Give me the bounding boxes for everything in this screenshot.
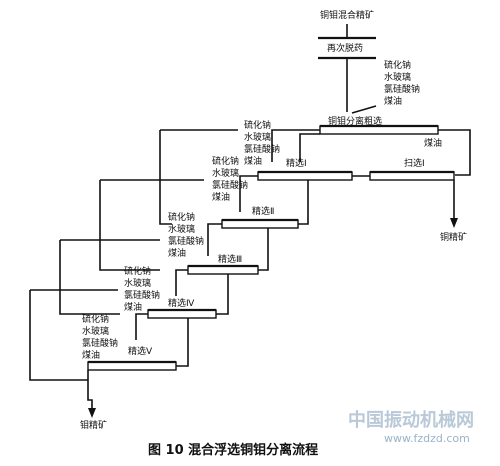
svg-text:氯硅酸钠: 氯硅酸钠 (212, 179, 248, 191)
svg-text:硫化钠: 硫化钠 (244, 119, 271, 131)
rougher-tail-line (438, 129, 471, 176)
svg-text:煤油: 煤油 (384, 95, 402, 107)
rougher-reagent-arrow (351, 105, 377, 114)
svg-text:水玻璃: 水玻璃 (168, 223, 195, 235)
reagents-cleaner2: 硫化钠 水玻璃 氯硅酸钠 煤油 (212, 155, 248, 203)
molybdenum-concentrate-line (87, 370, 93, 412)
molybdenum-arrow-icon (88, 408, 96, 418)
figure-caption: 图 10 混合浮选铜钼分离流程 (148, 442, 318, 458)
cleaner1-froth-line (239, 175, 258, 212)
cleaner5-tail-return (176, 318, 189, 367)
molybdenum-concentrate-label: 钼精矿 (80, 419, 107, 431)
svg-text:硫化钠: 硫化钠 (384, 59, 411, 71)
scavenger-label: 扫选Ⅰ (404, 157, 425, 169)
feed-label: 铜钼混合精矿 (320, 9, 374, 21)
rougher-cell (319, 125, 439, 135)
rougher-label: 铜钼分离粗选 (328, 115, 382, 127)
svg-text:硫化钠: 硫化钠 (212, 155, 239, 167)
watermark-text: 中国振动机械网 (348, 409, 474, 431)
svg-text:煤油: 煤油 (168, 247, 186, 259)
recycle-loop-d (29, 290, 88, 381)
cleaner2-label: 精选Ⅱ (252, 205, 274, 217)
cleaner3-cell (187, 265, 259, 275)
cleaner4-label: 精选Ⅳ (168, 297, 195, 309)
cleaner3-tail-return (258, 228, 269, 271)
reagents-rougher: 硫化钠 水玻璃 氯硅酸钠 煤油 (384, 59, 420, 107)
svg-text:煤油: 煤油 (212, 191, 230, 203)
svg-text:水玻璃: 水玻璃 (124, 277, 151, 289)
cleaner1-tail-return (299, 133, 320, 162)
scavenger-cell (369, 171, 455, 181)
svg-text:氯硅酸钠: 氯硅酸钠 (244, 143, 280, 155)
reagents-cleaner4: 硫化钠 水玻璃 氯硅酸钠 煤油 (124, 265, 160, 313)
recycle-loop-a (159, 130, 172, 225)
svg-text:硫化钠: 硫化钠 (82, 313, 109, 325)
cleaner2-froth-line (207, 223, 222, 256)
cleaner4-cell (147, 309, 217, 319)
svg-text:氯硅酸钠: 氯硅酸钠 (384, 83, 420, 95)
cleaner5-label: 精选Ⅴ (128, 345, 153, 357)
watermark-url: www.fzdzd.com (384, 432, 470, 445)
cleaner4-tail-return (216, 274, 229, 315)
scavenger-reagent-label: 煤油 (424, 137, 442, 149)
svg-text:水玻璃: 水玻璃 (212, 167, 239, 179)
svg-text:氯硅酸钠: 氯硅酸钠 (82, 337, 118, 349)
copper-arrow-icon (450, 218, 458, 228)
pretreatment-label: 再次脱药 (327, 42, 363, 54)
cleaner2-tail-return (298, 180, 309, 225)
svg-text:水玻璃: 水玻璃 (244, 131, 271, 143)
svg-text:氯硅酸钠: 氯硅酸钠 (168, 235, 204, 247)
svg-text:水玻璃: 水玻璃 (82, 325, 109, 337)
copper-concentrate-label: 铜精矿 (440, 231, 467, 243)
recycle-loop-c (59, 240, 120, 315)
cleaner4-froth-line (135, 313, 148, 340)
svg-text:硫化钠: 硫化钠 (124, 265, 151, 277)
svg-text:水玻璃: 水玻璃 (384, 71, 411, 83)
svg-text:煤油: 煤油 (244, 155, 262, 167)
cleaner3-froth-line (175, 269, 188, 296)
cleaner1-cell (257, 171, 353, 181)
reagents-cleaner5: 硫化钠 水玻璃 氯硅酸钠 煤油 (82, 313, 118, 361)
svg-text:煤油: 煤油 (82, 349, 100, 361)
reagents-cleaner1: 硫化钠 水玻璃 氯硅酸钠 煤油 (244, 119, 280, 167)
rougher-froth-line (271, 129, 320, 162)
svg-text:硫化钠: 硫化钠 (168, 211, 195, 223)
cleaner3-label: 精选Ⅲ (218, 253, 242, 265)
recycle-loop-b (99, 180, 160, 271)
svg-text:氯硅酸钠: 氯硅酸钠 (124, 289, 160, 301)
cleaner5-cell (87, 361, 177, 371)
cleaner2-cell (221, 219, 299, 229)
svg-text:煤油: 煤油 (124, 301, 142, 313)
reagents-cleaner3: 硫化钠 水玻璃 氯硅酸钠 煤油 (168, 211, 204, 259)
cleaner1-label: 精选Ⅰ (286, 157, 307, 169)
